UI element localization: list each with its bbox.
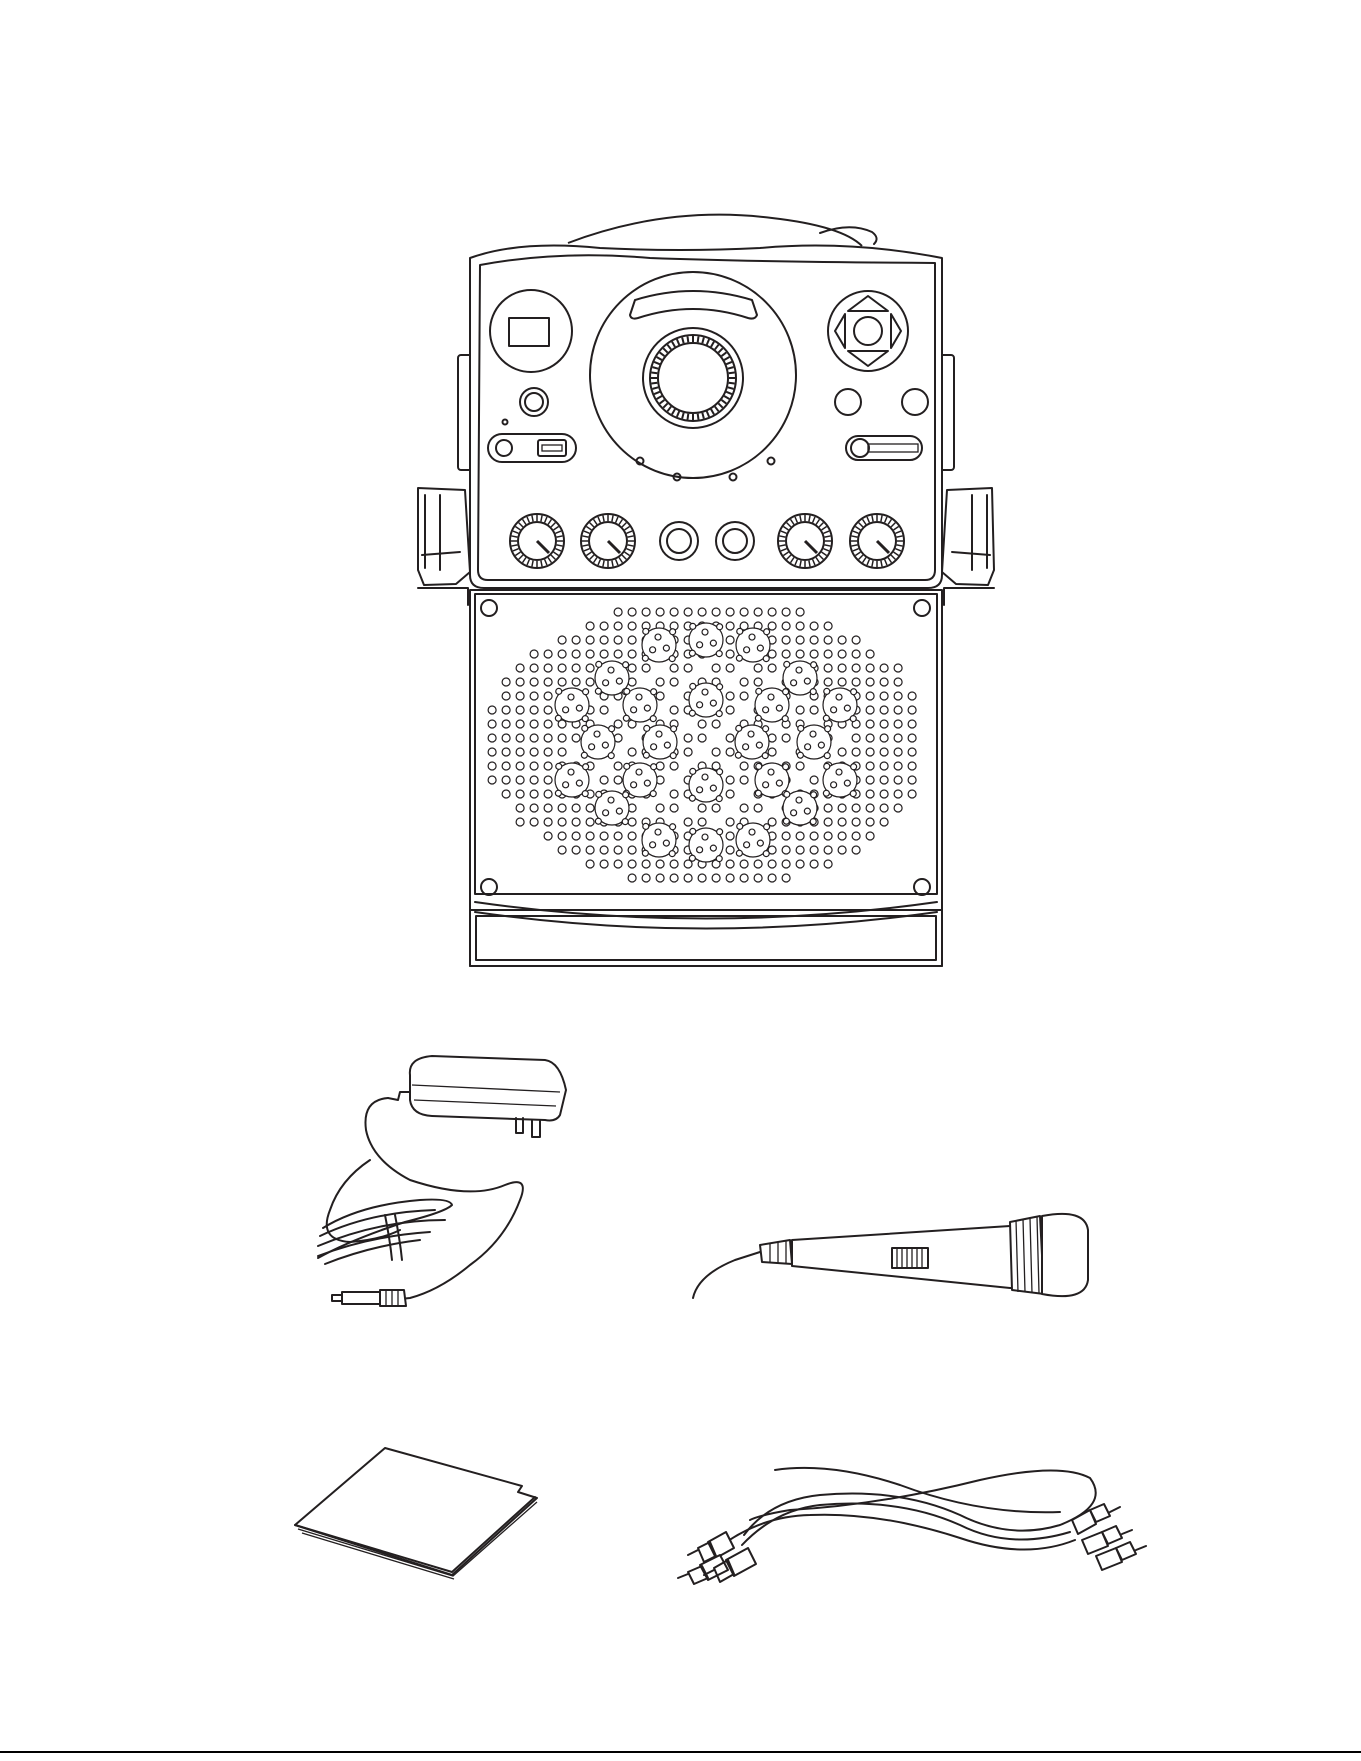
right-mic-holder [940,355,994,605]
rca-cable-icon [678,1468,1146,1584]
top-lid [568,215,862,246]
karaoke-machine-icon [418,215,994,966]
booklet-icon [295,1448,537,1579]
power-adapter-icon [318,1056,566,1306]
display-screen [509,318,549,346]
microphone-icon [693,1214,1088,1298]
footer-rule [0,1751,1361,1753]
left-mic-holder [418,355,472,605]
